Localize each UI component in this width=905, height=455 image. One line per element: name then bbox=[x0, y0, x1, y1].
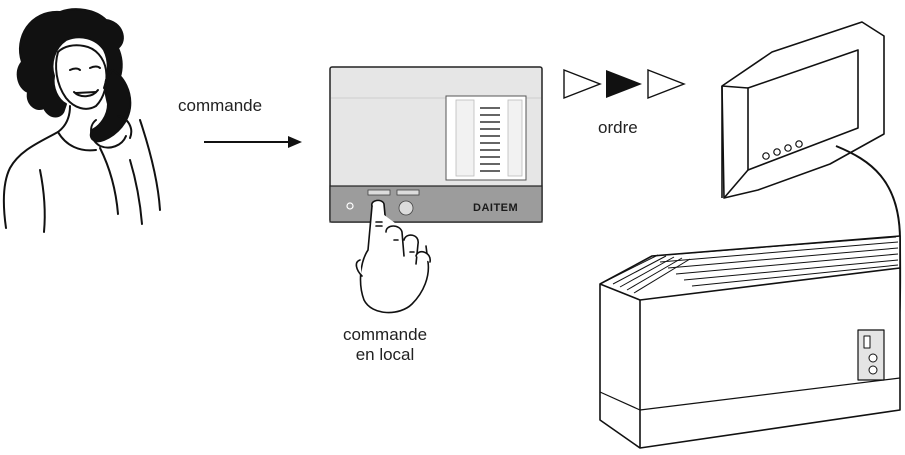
heater-grille bbox=[605, 236, 899, 294]
control-panel-device: DAITEM bbox=[329, 66, 543, 223]
indicator-led-icon bbox=[346, 202, 354, 210]
order-arrow-filled bbox=[606, 70, 642, 98]
local-command-label: commande en local bbox=[320, 325, 450, 365]
order-arrow-outline-1 bbox=[563, 68, 602, 100]
receiver-led-1-icon bbox=[762, 152, 770, 160]
local-button-1[interactable] bbox=[367, 189, 391, 196]
face-icon bbox=[55, 44, 108, 110]
receiver-led-2-icon bbox=[773, 148, 781, 156]
hand-pressing-button-illustration bbox=[355, 199, 431, 314]
local-round-button[interactable] bbox=[398, 200, 414, 216]
panel-base-strip bbox=[329, 185, 543, 223]
local-command-label-line1: commande bbox=[342, 325, 428, 344]
woman-on-phone-illustration bbox=[2, 8, 161, 233]
brand-logo: DAITEM bbox=[473, 202, 518, 214]
order-label: ordre bbox=[598, 118, 638, 137]
heater-appliance bbox=[599, 235, 901, 449]
receiver-module bbox=[721, 21, 885, 199]
order-arrows bbox=[563, 68, 686, 100]
local-button-2[interactable] bbox=[396, 189, 420, 196]
command-arrow bbox=[204, 136, 302, 148]
phone-command-label: commande bbox=[178, 96, 263, 115]
heater-thermostat-icon bbox=[857, 329, 885, 381]
keypad-buttons bbox=[480, 107, 500, 172]
hair-icon bbox=[16, 8, 124, 118]
receiver-led-3-icon bbox=[784, 144, 792, 152]
order-arrow-outline-2 bbox=[647, 68, 686, 100]
receiver-led-4-icon bbox=[795, 140, 803, 148]
local-command-label-line2: en local bbox=[355, 345, 415, 364]
